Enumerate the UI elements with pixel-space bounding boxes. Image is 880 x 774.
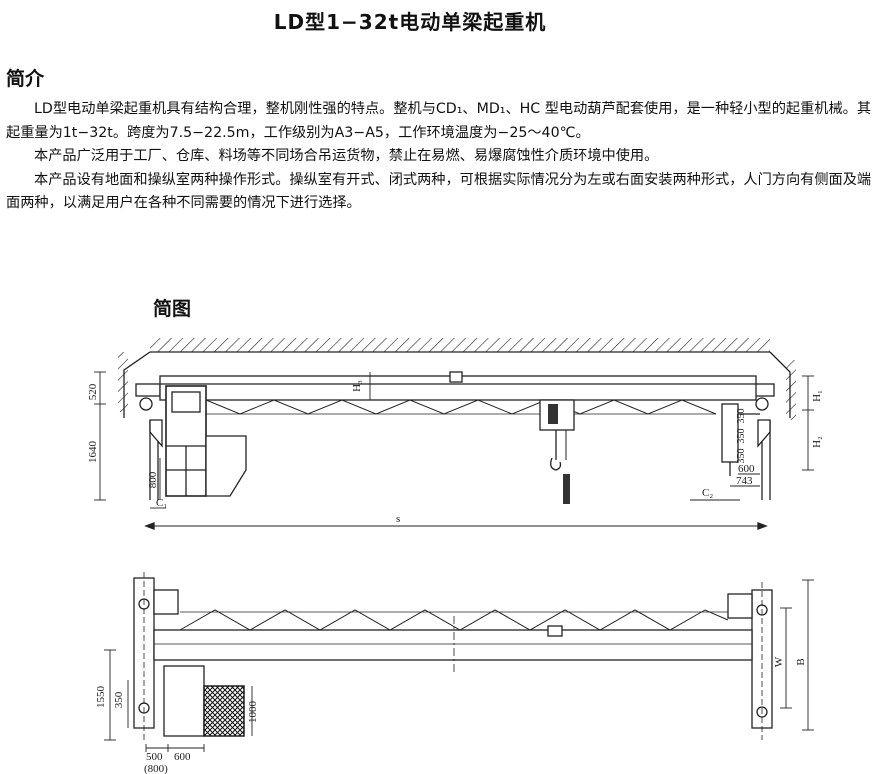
dim-350-plan: 350 — [113, 691, 125, 708]
girder-plan — [153, 629, 753, 661]
dim-800-paren: (800) — [144, 763, 168, 774]
pendant — [563, 474, 570, 504]
main-girder — [159, 375, 757, 401]
intro-paragraph-1: LD型电动单梁起重机具有结构合理，整机刚性强的特点。整机与CD₁、MD₁、HC … — [6, 101, 872, 141]
right-wheel — [755, 397, 769, 411]
dim-350-a: 350 — [736, 409, 747, 424]
dim-b: B — [795, 658, 807, 665]
dim-c2: C₂ — [702, 487, 713, 499]
hook — [550, 457, 562, 471]
dim-h2: H₂ — [811, 436, 823, 448]
dim-350-b: 350 — [736, 429, 747, 444]
dim-800: 800 — [147, 471, 159, 488]
cab-platform — [205, 435, 247, 497]
dim-600: 600 — [738, 463, 755, 475]
girder-truss — [205, 399, 717, 415]
plan-view — [104, 572, 814, 752]
dim-600-plan: 600 — [174, 751, 191, 763]
dim-520: 520 — [87, 383, 99, 400]
page-title: LD型1−32t电动单梁起重机 — [273, 10, 547, 34]
girder-box — [449, 371, 463, 383]
dim-c1: C₁ — [156, 497, 167, 509]
cab-plan-hatched — [203, 685, 245, 737]
intro-paragraph-3: 本产品设有地面和操纵室两种操作形式。操纵室有开式、闭式两种，可根据实际情况分为左… — [6, 171, 872, 212]
dim-w: W — [773, 656, 785, 667]
dim-500: 500 — [146, 751, 163, 763]
dim-1640: 1640 — [87, 441, 99, 464]
dim-s: s — [396, 513, 400, 525]
dim-1000: 1000 — [247, 701, 259, 724]
intro-heading: 简介 — [6, 68, 45, 90]
dim-743: 743 — [736, 475, 753, 487]
diagram-heading: 简图 — [153, 298, 192, 320]
dim-h1: H₁ — [811, 390, 823, 402]
plan-truss — [179, 609, 729, 631]
left-drive-motor — [153, 589, 179, 615]
right-drive-motor — [727, 593, 753, 619]
left-wheel — [139, 397, 153, 411]
intro-paragraph-2: 本产品广泛用于工厂、仓库、料场等不同场合吊运货物，禁止在易燃、易爆腐蚀性介质环境… — [34, 148, 659, 164]
dim-1550: 1550 — [95, 686, 107, 709]
intro-text: LD型电动单梁起重机具有结构合理，整机刚性强的特点。整机与CD₁、MD₁、HC … — [6, 98, 874, 216]
dim-h3: H₃ — [351, 380, 363, 392]
ceiling-hatch — [150, 338, 770, 352]
dim-350-c: 350 — [736, 449, 747, 464]
elevation-view — [94, 338, 814, 530]
cab-plan — [163, 665, 205, 737]
